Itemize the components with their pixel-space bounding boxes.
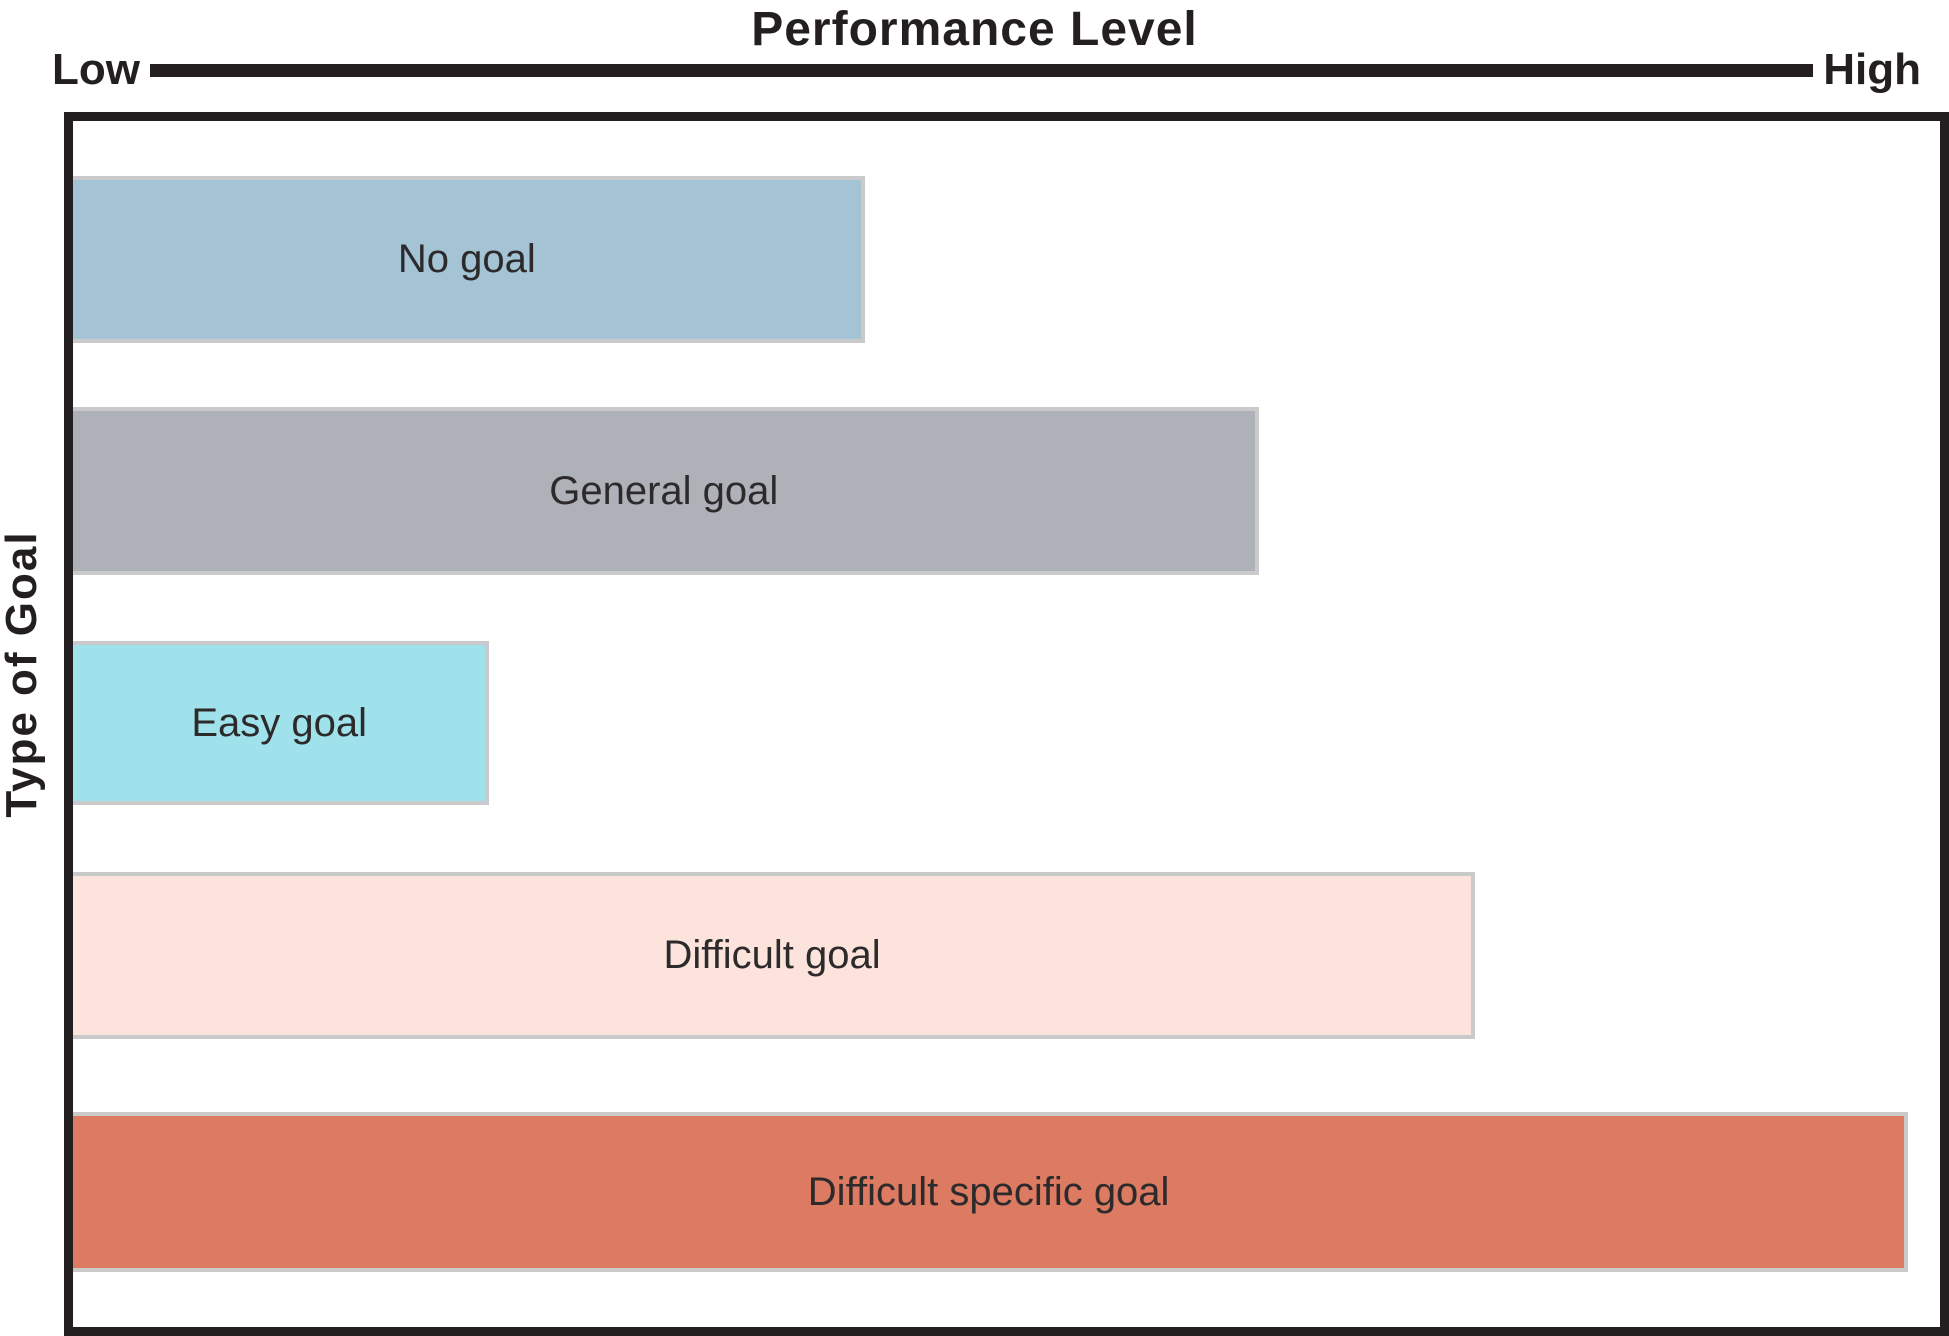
chart-title: Performance Level (751, 3, 1198, 56)
bar-label-difficult-specific-goal: Difficult specific goal (807, 1169, 1170, 1214)
bar-general-goal: General goal (73, 407, 1259, 575)
bar-difficult-goal: Difficult goal (73, 872, 1476, 1039)
performance-axis: Low High (52, 44, 1921, 96)
bar-no-goal: No goal (73, 176, 865, 343)
axis-low-label: Low (52, 45, 140, 94)
axis-high-label: High (1823, 45, 1921, 94)
y-axis-label: Type of Goal (0, 530, 46, 818)
bar-difficult-specific-goal: Difficult specific goal (73, 1112, 1909, 1272)
bar-label-easy-goal: Easy goal (191, 700, 367, 745)
chart-plot-area: No goal General goal Easy goal Difficult… (64, 112, 1949, 1336)
bar-easy-goal: Easy goal (73, 641, 490, 805)
bar-label-difficult-goal: Difficult goal (663, 933, 881, 977)
bar-label-no-goal: No goal (397, 237, 536, 281)
bar-label-general-goal: General goal (549, 468, 779, 513)
axis-line (149, 63, 1814, 77)
